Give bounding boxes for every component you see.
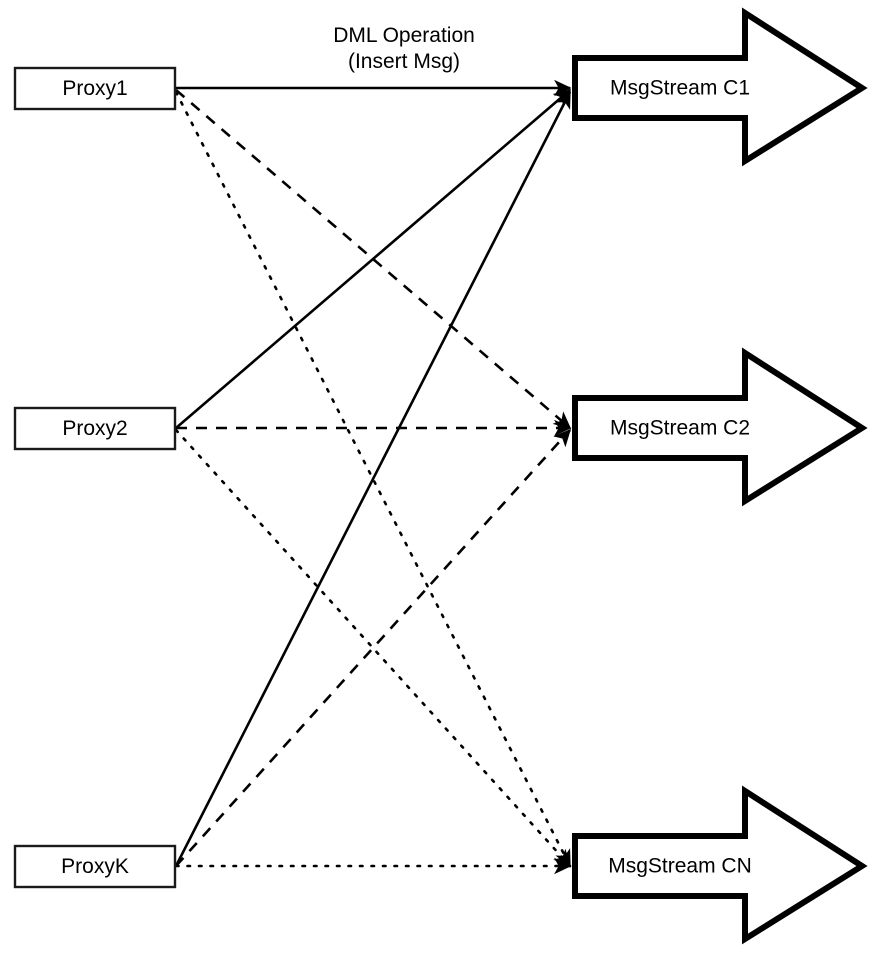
proxy2-box[interactable] bbox=[13, 406, 177, 451]
connector-layer bbox=[174, 79, 572, 875]
proxy1-label: Proxy1 bbox=[62, 77, 127, 100]
proxyk-label: ProxyK bbox=[61, 855, 129, 878]
link-proxy2-to-msgstream-c1[interactable] bbox=[175, 89, 572, 429]
msgstream-c1-arrow-shape[interactable] bbox=[572, 7, 868, 167]
proxy-node-proxy1[interactable]: Proxy1 bbox=[13, 66, 177, 111]
proxy-node-proxy2[interactable]: Proxy2 bbox=[13, 406, 177, 451]
dml-operation-annotation: DML Operation (Insert Msg) bbox=[333, 24, 475, 73]
proxy1-box[interactable] bbox=[13, 66, 177, 111]
msgstream-c1-label: MsgStream C1 bbox=[610, 77, 750, 100]
proxy2-label: Proxy2 bbox=[62, 417, 127, 440]
msgstream-node-c2[interactable]: MsgStream C2 bbox=[572, 347, 868, 507]
msgstream-node-c1[interactable]: MsgStream C1 bbox=[572, 7, 868, 167]
proxyk-box[interactable] bbox=[13, 844, 177, 889]
link-proxyk-to-msgstream-c2[interactable] bbox=[175, 428, 572, 867]
dml-operation-annotation-line2: (Insert Msg) bbox=[348, 50, 460, 73]
msgstream-c2-label: MsgStream C2 bbox=[610, 417, 750, 440]
proxy-node-proxyk[interactable]: ProxyK bbox=[13, 844, 177, 889]
link-proxy1-to-msgstream-c2[interactable] bbox=[175, 89, 572, 429]
msgstream-node-cn[interactable]: MsgStream CN bbox=[572, 785, 868, 945]
msgstream-c2-arrow-shape[interactable] bbox=[572, 347, 868, 507]
link-proxy1-to-msgstream-cn[interactable] bbox=[174, 90, 572, 868]
link-proxyk-to-msgstream-c1[interactable] bbox=[174, 90, 572, 867]
dml-operation-annotation-line1: DML Operation bbox=[333, 24, 475, 47]
msgstream-cn-arrow-shape[interactable] bbox=[572, 785, 868, 945]
msgstream-cn-label: MsgStream CN bbox=[608, 855, 752, 878]
